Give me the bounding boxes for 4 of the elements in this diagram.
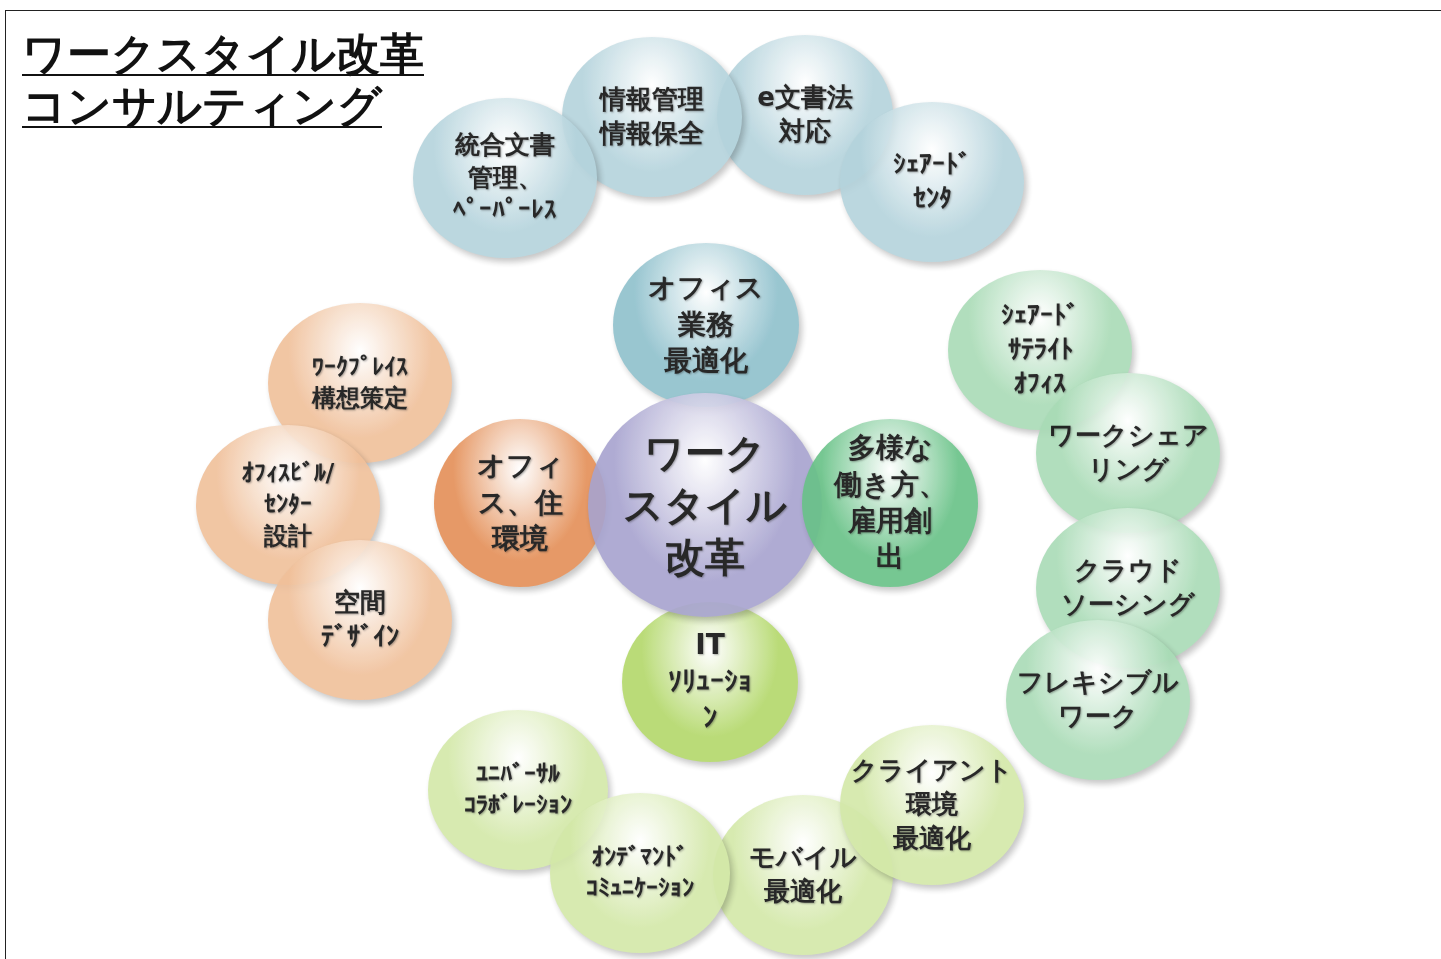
bubble: 多様な働き方、雇用創出	[802, 419, 978, 587]
bubble: 情報管理情報保全	[562, 37, 742, 197]
bubble: 統合文書管理、ﾍﾟｰﾊﾟｰﾚｽ	[413, 98, 597, 258]
bubble: フレキシブルワーク	[1006, 620, 1190, 780]
